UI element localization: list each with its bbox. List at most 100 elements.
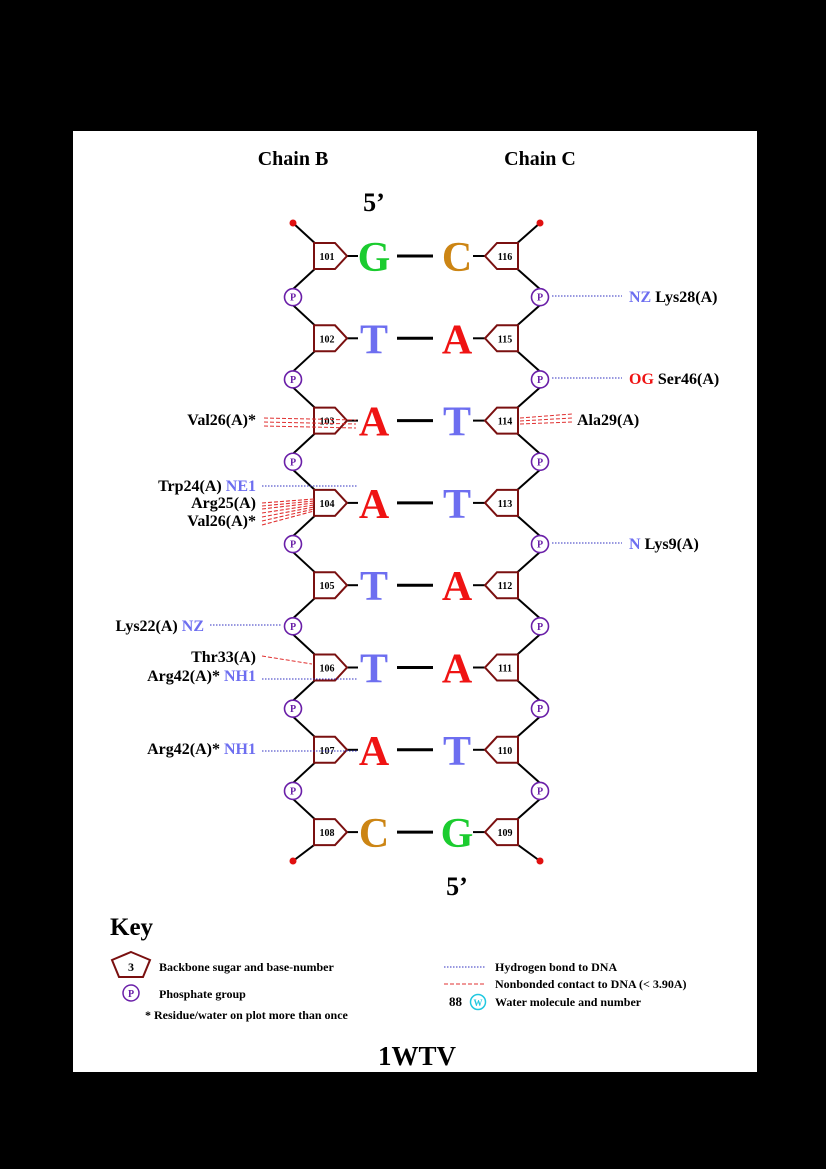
- phosphate-circle: [283, 699, 303, 718]
- phosphate-right: P: [530, 370, 550, 389]
- sugar-number-left: 106: [320, 664, 335, 675]
- chain-c-header: Chain C: [504, 148, 576, 170]
- base-right: C: [442, 235, 472, 281]
- phosphate-label: P: [290, 622, 296, 633]
- phosphate-right: P: [530, 699, 550, 718]
- phosphate-circle: [283, 781, 303, 801]
- sugar-number-left: 108: [320, 828, 335, 839]
- residue-arg42-b: Arg42(A)*: [147, 741, 220, 758]
- base-left: T: [360, 317, 388, 363]
- sugar-number-right: 110: [498, 746, 512, 757]
- base-left: A: [359, 729, 390, 775]
- contact-ser46: OG Ser46(A): [629, 371, 719, 388]
- nonbond-arg25-val26: [261, 498, 315, 526]
- residue-lys28: Lys28(A): [655, 289, 717, 306]
- sugar-left: [313, 406, 349, 435]
- sugar-right: [483, 735, 519, 764]
- phosphate-right: P: [530, 617, 550, 636]
- key-nonbond-label: Nonbonded contact to DNA (< 3.90A): [495, 977, 687, 991]
- phosphate-right: P: [530, 781, 550, 801]
- sugar-left: [313, 324, 349, 353]
- legend: Key 3 Backbone sugar and base-number P P…: [110, 914, 687, 1022]
- residue-lys9: Lys9(A): [645, 536, 699, 553]
- contact-lys9: N Lys9(A): [629, 536, 699, 553]
- phosphate-label: P: [537, 293, 543, 304]
- phosphate-right: P: [530, 452, 550, 472]
- key-asterisk-label: * Residue/water on plot more than once: [145, 1008, 349, 1022]
- atom-nh1-a: NH1: [224, 668, 256, 685]
- sugar-left: [313, 571, 349, 600]
- contact-lys28: NZ Lys28(A): [629, 289, 717, 306]
- phosphate-label: P: [290, 375, 296, 386]
- phosphate-circle: [283, 370, 303, 389]
- sugar-number-left: 102: [320, 334, 335, 345]
- phosphate-left: P: [283, 534, 303, 554]
- phosphate-left: P: [283, 699, 303, 718]
- nonbond-thr33: [261, 655, 313, 665]
- phosphate-circle: [283, 287, 303, 307]
- base-right: G: [441, 811, 474, 857]
- phosphate-label: P: [537, 622, 543, 633]
- sugar-right: [483, 571, 519, 600]
- sugar-left: [313, 735, 349, 764]
- key-water-symbol: W: [474, 998, 483, 1008]
- phosphate-left: P: [283, 452, 303, 472]
- key-water-row: 88 W Water molecule and number: [449, 993, 642, 1011]
- phosphate-circle: [530, 781, 550, 801]
- sugar-right: [483, 818, 519, 847]
- key-hbond-label: Hydrogen bond to DNA: [495, 960, 617, 974]
- phosphate-label: P: [537, 786, 543, 797]
- atom-nz-lys22: NZ: [182, 618, 204, 635]
- phosphate-right: P: [530, 287, 550, 307]
- sugar-number-left: 105: [320, 581, 335, 592]
- key-nonbond-row: Nonbonded contact to DNA (< 3.90A): [444, 977, 687, 991]
- atom-nh1-b: NH1: [224, 741, 256, 758]
- phosphate-left: P: [283, 781, 303, 801]
- base-left: A: [359, 482, 390, 528]
- base-right: T: [443, 729, 471, 775]
- contact-thr33: Thr33(A): [191, 649, 256, 666]
- sugar-right: [483, 406, 519, 435]
- phosphate-label: P: [290, 786, 296, 797]
- sugar-number-right: 112: [498, 581, 512, 592]
- five-prime-top: 5’: [363, 188, 385, 217]
- phosphate-right: P: [530, 534, 550, 554]
- sugar-left: [313, 653, 349, 682]
- water-circle-icon: [469, 993, 487, 1011]
- contact-arg25: Arg25(A): [191, 495, 256, 512]
- phosphate-circle-icon: [122, 984, 140, 1002]
- phosphate-label: P: [290, 457, 296, 468]
- sugar-pentagon-icon: [110, 950, 152, 978]
- terminal-dot: [536, 857, 544, 865]
- nonbond-val26-a: [263, 417, 357, 429]
- residue-arg42-a: Arg42(A)*: [147, 668, 220, 685]
- phosphate-circle: [283, 617, 303, 636]
- phosphate-label: P: [537, 704, 543, 715]
- key-sugar-row: 3 Backbone sugar and base-number: [110, 950, 334, 978]
- base-left: G: [358, 235, 391, 281]
- phosphate-left: P: [283, 617, 303, 636]
- contact-lys22: Lys22(A) NZ: [116, 618, 204, 635]
- phosphate-label: P: [537, 375, 543, 386]
- key-phosphate-label: Phosphate group: [159, 987, 246, 1001]
- base-right: A: [442, 647, 473, 693]
- contact-val26-b: Val26(A)*: [187, 513, 256, 530]
- contact-trp24: Trp24(A) NE1: [158, 478, 256, 495]
- base-left: T: [360, 647, 388, 693]
- phosphate-circle: [530, 617, 550, 636]
- base-left: A: [359, 400, 390, 446]
- sugar-number-right: 113: [498, 499, 512, 510]
- sugar-number-right: 109: [498, 828, 513, 839]
- contact-arg42-a: Arg42(A)* NH1: [147, 668, 256, 685]
- residue-ser46: Ser46(A): [658, 371, 719, 388]
- sugar-number-right: 115: [498, 334, 512, 345]
